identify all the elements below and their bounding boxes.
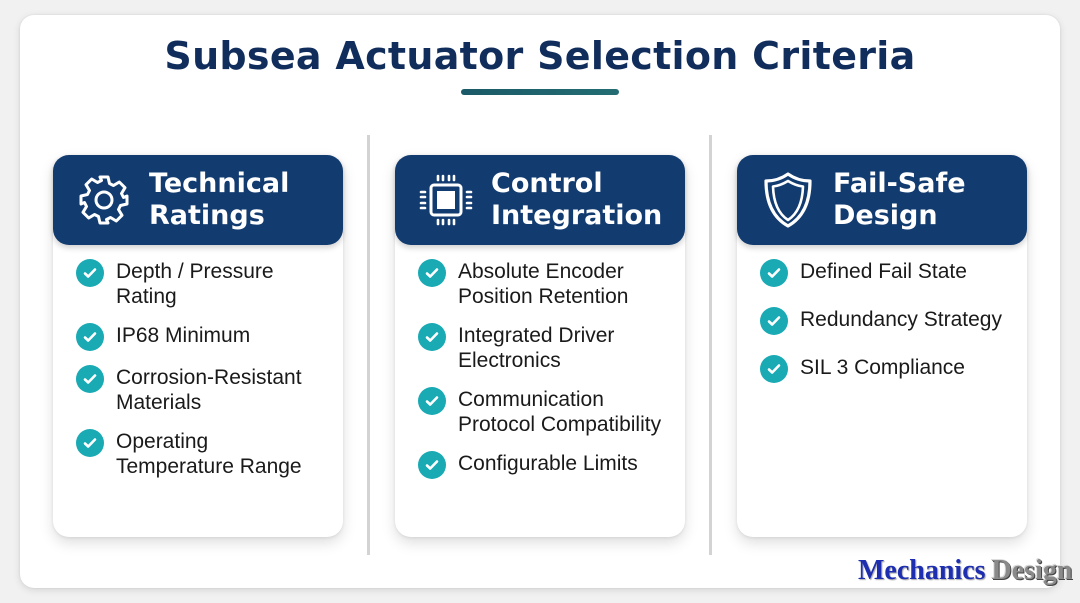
item-text: Materials bbox=[116, 391, 202, 414]
card-fail-safe-design: Fail-Safe Design Defined Fail State Redu… bbox=[737, 155, 1027, 537]
check-circle-icon bbox=[76, 323, 104, 351]
card-title-line: Technical bbox=[149, 168, 290, 199]
logo-text-design: Design bbox=[991, 555, 1073, 586]
check-circle-icon bbox=[418, 451, 446, 479]
page-title: Subsea Actuator Selection Criteria bbox=[164, 34, 916, 78]
brand-logo: Mechanics Design bbox=[858, 553, 1072, 587]
item-text: IP68 Minimum bbox=[116, 324, 251, 347]
check-circle-icon bbox=[76, 365, 104, 393]
card-title-line: Ratings bbox=[149, 200, 265, 231]
card-title-line: Design bbox=[833, 200, 938, 231]
item-text: Depth / Pressure bbox=[116, 260, 274, 283]
card-title-line: Integration bbox=[491, 200, 663, 231]
item-text: Redundancy Strategy bbox=[800, 308, 1002, 331]
list-item: Redundancy Strategy bbox=[760, 307, 1009, 335]
item-text: SIL 3 Compliance bbox=[800, 356, 965, 379]
check-circle-icon bbox=[418, 387, 446, 415]
list-item: Defined Fail State bbox=[760, 259, 1009, 287]
list-item: IP68 Minimum bbox=[76, 323, 325, 351]
item-text: Position Retention bbox=[458, 285, 629, 308]
card-title-line: Control bbox=[491, 168, 603, 199]
check-circle-icon bbox=[760, 307, 788, 335]
card-header: Fail-Safe Design bbox=[737, 155, 1027, 245]
item-text: Operating bbox=[116, 430, 209, 453]
item-text: Communication bbox=[458, 388, 604, 411]
check-circle-icon bbox=[76, 259, 104, 287]
card-title-line: Fail-Safe bbox=[833, 168, 966, 199]
card-header: Control Integration bbox=[395, 155, 685, 245]
item-text: Integrated Driver bbox=[458, 324, 615, 347]
item-text: Configurable Limits bbox=[458, 452, 638, 475]
title-underline bbox=[461, 89, 619, 95]
column-divider bbox=[709, 135, 712, 555]
list-item: SIL 3 Compliance bbox=[760, 355, 1009, 383]
check-circle-icon bbox=[760, 259, 788, 287]
check-circle-icon bbox=[418, 259, 446, 287]
item-text: Defined Fail State bbox=[800, 260, 967, 283]
chip-icon bbox=[417, 171, 475, 229]
item-text: Temperature Range bbox=[116, 455, 302, 478]
card-header: Technical Ratings bbox=[53, 155, 343, 245]
logo-text-mechanics: Mechanics bbox=[858, 555, 986, 586]
check-circle-icon bbox=[418, 323, 446, 351]
item-text: Rating bbox=[116, 285, 177, 308]
item-text: Protocol Compatibility bbox=[458, 413, 662, 436]
item-text: Absolute Encoder bbox=[458, 260, 624, 283]
column-divider bbox=[367, 135, 370, 555]
list-item: Configurable Limits bbox=[418, 451, 667, 479]
gear-icon bbox=[75, 171, 133, 229]
check-circle-icon bbox=[76, 429, 104, 457]
item-text: Electronics bbox=[458, 349, 561, 372]
shield-icon bbox=[759, 171, 817, 229]
item-text: Corrosion-Resistant bbox=[116, 366, 302, 389]
check-circle-icon bbox=[760, 355, 788, 383]
criteria-list: Defined Fail State Redundancy Strategy S… bbox=[737, 245, 1027, 403]
